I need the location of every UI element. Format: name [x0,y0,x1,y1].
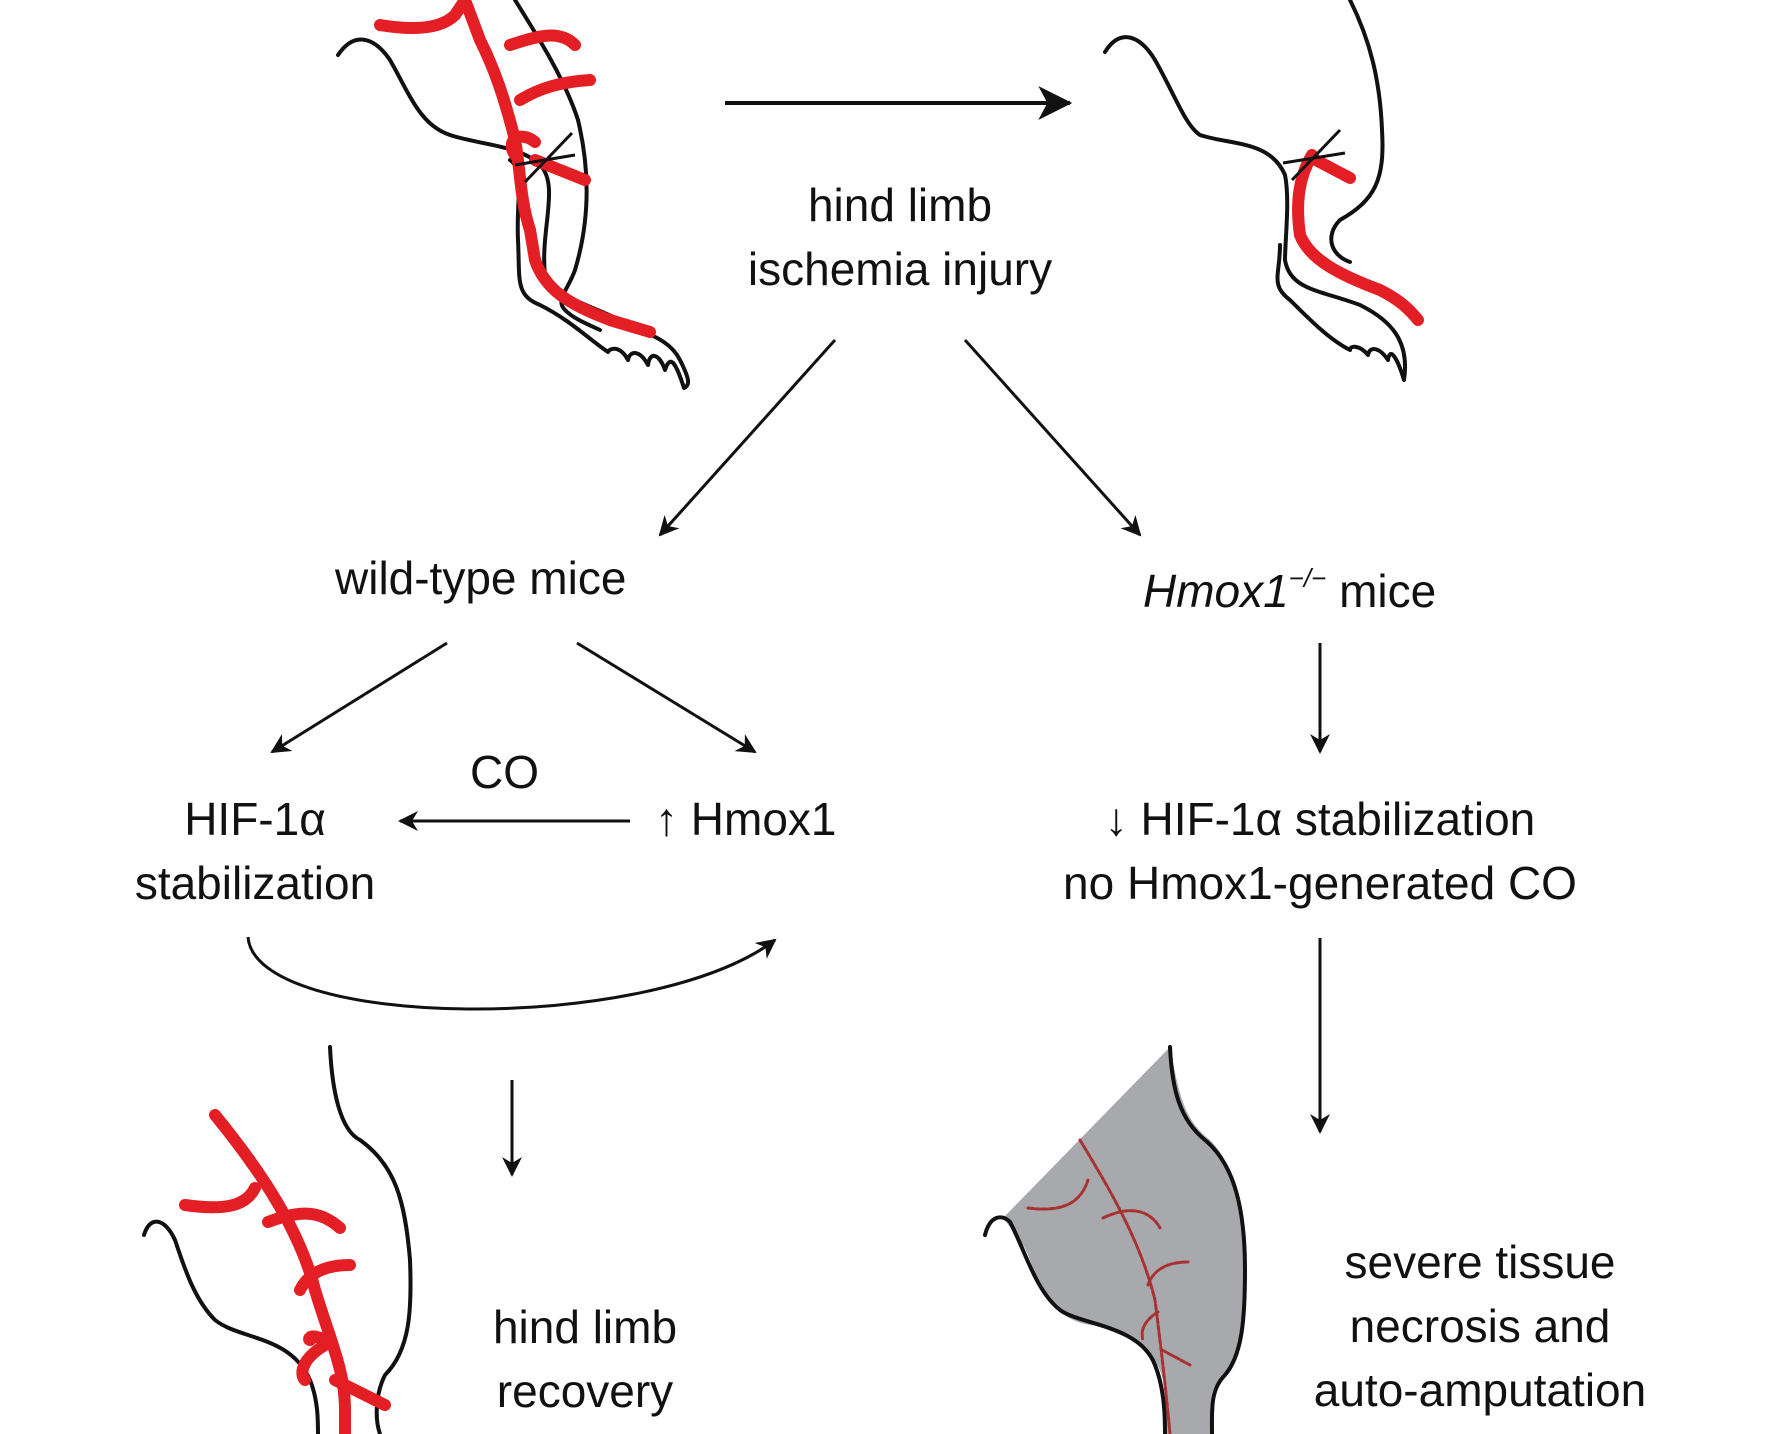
co-label: CO [470,746,539,798]
recovery-line2: recovery [496,1365,674,1417]
limb-after-illustration [1103,0,1424,382]
knockout-gene: Hmox1 [1143,565,1289,617]
knockout-suffix: mice [1326,565,1437,617]
limb-outline [983,1045,1248,1434]
artery-branch [514,74,596,106]
artery [459,0,656,338]
hif-reduced-line1: ↓ HIF-1α stabilization [1104,793,1536,845]
ligation-mark [514,131,576,184]
hmox-up-label: ↑ Hmox1 [655,793,837,845]
necrosis-line1: severe tissue [1344,1236,1616,1288]
artery-branch [505,130,541,161]
injury-label-line2: ischemia injury [747,243,1053,295]
arrow-to-hmox-up [576,641,757,754]
artery-branch [374,0,471,34]
arrow-to-knockout [963,338,1142,537]
hif-reduced-label: ↓ HIF-1α stabilization no Hmox1-generate… [1000,787,1640,915]
necrotic-tissue [1004,1047,1245,1434]
artery-branch [504,29,581,51]
recovery-line1: hind limb [492,1301,678,1353]
necrosis-line3: auto-amputation [1313,1364,1647,1416]
recovery-label: hind limb recovery [440,1295,730,1423]
hif-label-line2: stabilization [134,857,376,909]
limb-outline [336,0,691,390]
limb-recovered-illustration [142,1045,413,1434]
arrow-feedback [246,936,777,1011]
limb-outline [1103,0,1408,382]
necrotic-vessels [1026,1138,1192,1434]
hif-label-line1: HIF-1α [184,793,326,845]
knockout-genotype: −/− [1288,563,1327,593]
injury-label-line1: hind limb [807,179,993,231]
arrow-to-hif [270,641,448,754]
limb-before-illustration [336,0,691,390]
artery-branch [179,1182,261,1214]
hif-stabilization-label: HIF-1α stabilization [100,787,410,915]
distal-artery [1292,149,1424,326]
artery-branch [329,1374,391,1411]
ligation-mark [1282,128,1346,182]
limb-outline [142,1045,413,1434]
necrosis-label: severe tissue necrosis and auto-amputati… [1255,1230,1705,1422]
limb-necrotic-illustration [983,1045,1248,1434]
artery-stub [1306,152,1356,184]
necrosis-line2: necrosis and [1349,1300,1611,1352]
arrow-to-wildtype [658,338,837,537]
artery-branch [294,1259,356,1296]
artery-branch [303,1330,331,1346]
knockout-label: Hmox1−/− mice [1143,546,1436,623]
artery-branch [296,1339,331,1386]
wildtype-label: wild-type mice [335,552,627,604]
artery-branch [262,1207,346,1234]
injury-label: hind limb ischemia injury [700,173,1100,301]
hif-reduced-line2: no Hmox1-generated CO [1063,857,1577,909]
